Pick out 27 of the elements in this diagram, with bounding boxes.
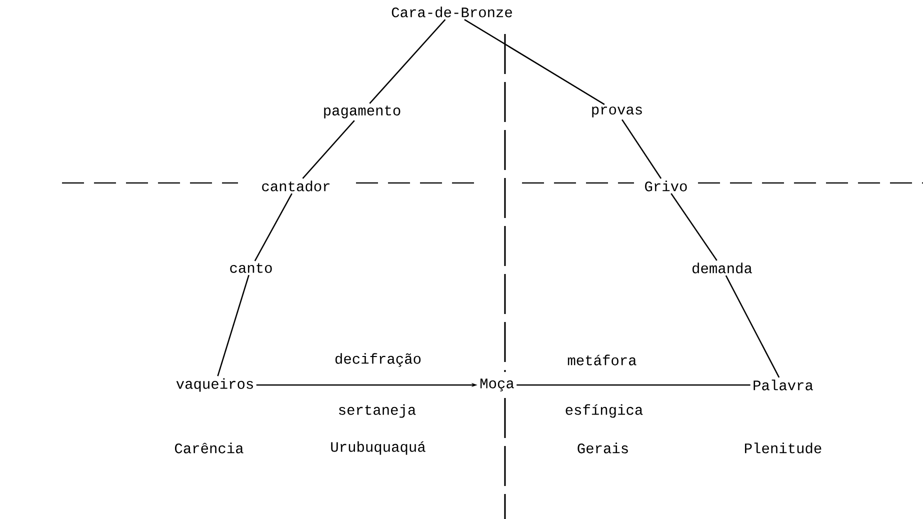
line [725,275,780,378]
line [217,274,250,376]
line [670,193,718,261]
node-text: vaqueiros [176,378,253,392]
label-text: sertaneja [339,404,416,418]
line [369,19,446,104]
node-text: Cara-de-Bronze [392,6,512,18]
node-text: cantador [262,180,330,192]
label-text: decifração [335,353,421,367]
node-text: provas [592,106,642,118]
line [622,119,662,179]
label-text: Plenitude [745,442,822,454]
line [516,384,750,386]
label-text: Urubuquaquá [331,441,426,455]
node-text: Palavra [754,380,813,390]
label-text: metáfora [568,354,636,366]
node-text: canto [230,263,272,273]
label-text: esfíngica [566,404,643,418]
node-text: pagamento [324,106,400,118]
line [302,120,355,179]
node-text: demanda [692,262,752,274]
node-text: Grivo [645,180,687,192]
node-text: Moça [480,378,514,392]
label-text: Carência [175,442,244,454]
line [464,18,605,105]
line [254,193,292,262]
label-text: Gerais [578,442,628,454]
